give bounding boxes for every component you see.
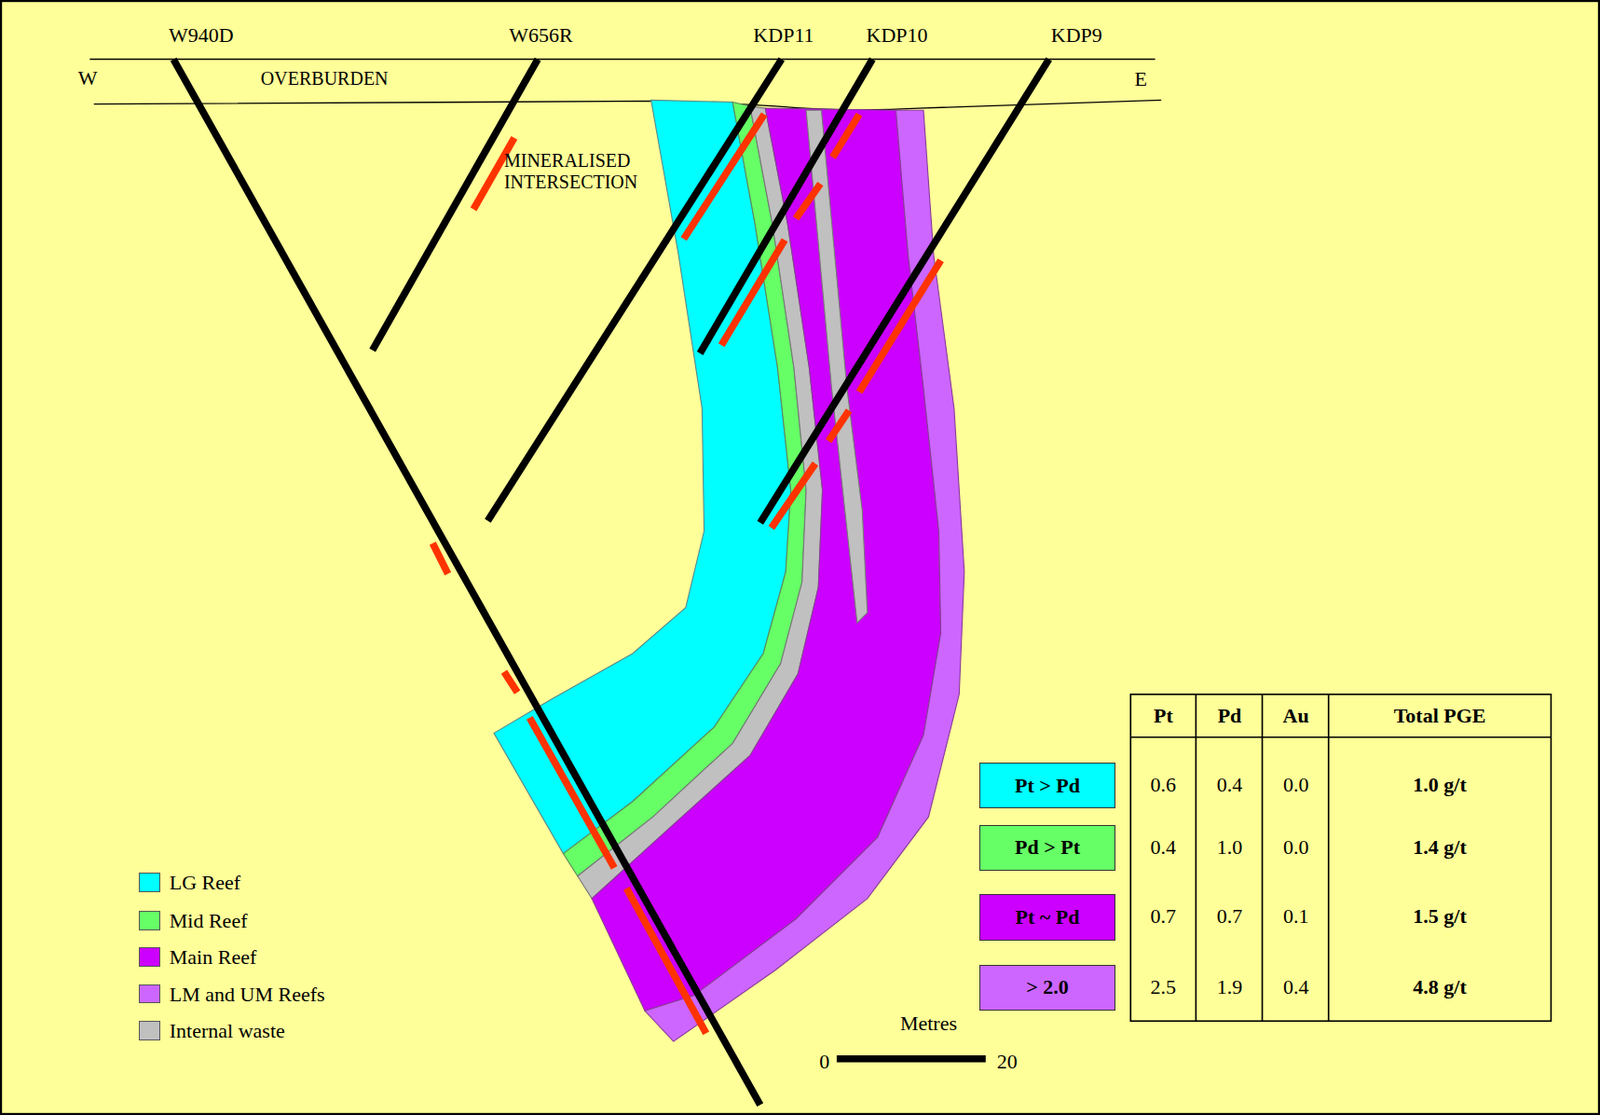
mineralised-intersection: [529, 717, 615, 868]
table-cell: Pt: [1153, 703, 1174, 727]
hole-name: W656R: [508, 24, 573, 48]
table-cell: 1.0 g/t: [1412, 772, 1466, 796]
mineralised-intersection: [859, 259, 942, 392]
scale-label: 0: [819, 1049, 830, 1073]
table-cell: Pd: [1217, 703, 1243, 727]
hole-name: KDP9: [1051, 24, 1103, 48]
direction: W: [78, 67, 98, 91]
table-cell: 0.0: [1283, 834, 1310, 859]
collar-line: [89, 58, 1155, 60]
box-label: Pd > Pt: [1014, 834, 1081, 860]
legend-swatch: [138, 1020, 161, 1040]
mineralised-intersection: [833, 114, 860, 158]
table-cell: 0.4: [1150, 834, 1177, 859]
drill-hole: [699, 59, 873, 354]
class-box: Pt > Pd: [979, 762, 1116, 808]
table-rule: [1130, 736, 1551, 739]
table-cell: 2.5: [1150, 974, 1177, 999]
mineralised-intersection: [795, 183, 821, 219]
mineralised-intersection: [771, 463, 816, 528]
table-cell: 0.7: [1217, 904, 1244, 929]
table-cell: Au: [1283, 703, 1310, 727]
hole-name: KDP10: [866, 24, 929, 48]
legend-swatch: [138, 946, 161, 967]
lm-um-reefs: [644, 109, 965, 1041]
legend-label: Internal waste: [169, 1018, 286, 1042]
callout-text: MINERALISED INTERSECTION: [504, 150, 668, 193]
table-cell: 0.6: [1150, 772, 1177, 796]
table-cell: 0.4: [1283, 974, 1310, 999]
mineralised-intersection: [504, 671, 518, 693]
mineralised-intersection: [626, 888, 706, 1034]
table-rule: [1195, 694, 1198, 1021]
box-label: Pt ~ Pd: [1015, 904, 1081, 930]
scale-bar: [836, 1054, 986, 1063]
table-rule: [1327, 694, 1330, 1021]
class-box: Pd > Pt: [979, 824, 1116, 871]
legend-label: LG Reef: [169, 871, 241, 895]
table-cell: 0.0: [1283, 772, 1310, 796]
table-cell: 1.5 g/t: [1412, 904, 1466, 929]
hole-name: KDP11: [752, 24, 814, 48]
table-cell: Total PGE: [1394, 703, 1487, 727]
legend-swatch: [138, 984, 161, 1004]
mineralised-intersection: [683, 114, 766, 240]
class-box: > 2.0: [979, 964, 1116, 1011]
class-box: Pt ~ Pd: [979, 893, 1116, 940]
box-label: Pt > Pd: [1014, 773, 1081, 798]
drill-hole: [173, 59, 761, 1106]
ground-surface: [94, 99, 1162, 110]
table-cell: 1.4 g/t: [1412, 834, 1466, 859]
table-cell: 4.8 g/t: [1412, 974, 1466, 999]
layer-name: OVERBURDEN: [260, 68, 389, 90]
drill-hole: [372, 59, 538, 351]
scale-label: 20: [997, 1049, 1018, 1073]
box-label: > 2.0: [1025, 974, 1069, 999]
table-cell: 1.0: [1217, 834, 1244, 859]
drill-hole: [760, 59, 1050, 523]
table-cell: 0.4: [1217, 772, 1244, 796]
legend-swatch: [138, 910, 161, 930]
table-cell: 0.1: [1283, 904, 1310, 929]
table-cell: 1.9: [1217, 974, 1244, 999]
mineralised-intersection: [721, 239, 785, 345]
mineralised-intersection: [432, 543, 448, 575]
direction: E: [1135, 68, 1148, 92]
legend-label: Main Reef: [169, 944, 257, 969]
mineralised-intersection: [828, 410, 849, 441]
table-rule: [1261, 694, 1264, 1021]
scale-label: Metres: [900, 1011, 958, 1036]
legend-swatch: [138, 872, 161, 892]
legend-label: Mid Reef: [169, 908, 248, 932]
table-cell: 0.7: [1150, 904, 1177, 929]
table-frame: [1130, 694, 1551, 1021]
legend-label: LM and UM Reefs: [169, 982, 326, 1006]
hole-name: W940D: [168, 24, 234, 48]
